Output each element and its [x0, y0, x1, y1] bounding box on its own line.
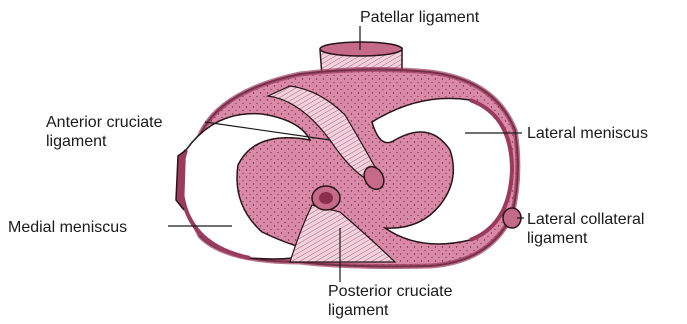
label-lateral-collateral-line2: ligament [527, 229, 644, 248]
label-posterior-cruciate-line1: Posterior cruciate [328, 282, 453, 301]
label-medial-meniscus: Medial meniscus [8, 218, 127, 237]
label-lateral-collateral-line1: Lateral collateral [527, 210, 644, 229]
label-lateral-collateral-ligament: Lateral collateral ligament [527, 210, 644, 248]
label-posterior-cruciate-line2: ligament [328, 301, 453, 320]
label-anterior-cruciate-ligament: Anterior cruciate ligament [46, 113, 163, 151]
label-posterior-cruciate-ligament: Posterior cruciate ligament [328, 282, 453, 320]
label-patellar-ligament: Patellar ligament [360, 8, 479, 27]
label-anterior-cruciate-line2: ligament [46, 132, 163, 151]
label-lateral-meniscus: Lateral meniscus [527, 124, 648, 143]
label-anterior-cruciate-line1: Anterior cruciate [46, 113, 163, 132]
